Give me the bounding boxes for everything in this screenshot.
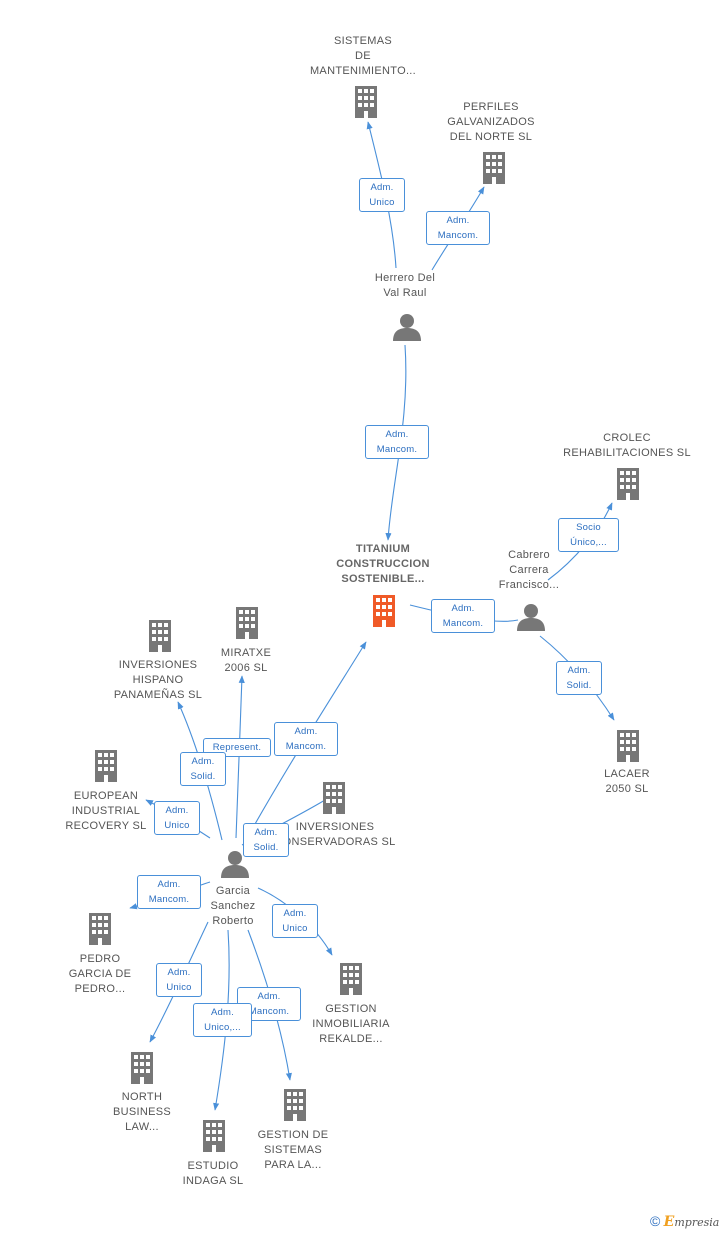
person-icon-herrero xyxy=(393,314,421,341)
node-label-titanium[interactable]: TITANIUM CONSTRUCCION SOSTENIBLE... xyxy=(336,543,430,585)
building-icon-miratxe xyxy=(236,607,258,639)
node-label-inv-conservadoras[interactable]: INVERSIONES CONSERVADORAS SL xyxy=(274,821,396,848)
edge-label-adm-solid[interactable]: Adm.Solid. xyxy=(556,661,602,695)
edge-garcia-miratxe xyxy=(235,675,245,839)
copyright-icon: © xyxy=(650,1213,661,1229)
building-icon-pedro xyxy=(89,913,111,945)
building-icon-gestion-inmob xyxy=(340,963,362,995)
node-label-gestion-inmob[interactable]: GESTION INMOBILIARIA REKALDE... xyxy=(312,1003,390,1045)
node-label-sistemas[interactable]: SISTEMAS DE MANTENIMIENTO... xyxy=(309,35,417,77)
edge-label-adm-unico[interactable]: Adm.Unico xyxy=(359,178,405,212)
building-icon-sistemas xyxy=(355,86,377,118)
edge-label-adm-mancom[interactable]: Adm.Mancom. xyxy=(431,599,495,633)
node-label-gestion-sist[interactable]: GESTION DE SISTEMAS PARA LA... xyxy=(257,1129,329,1171)
node-label-crolec[interactable]: CROLEC REHABILITACIONES SL xyxy=(563,432,691,459)
node-label-cabrero[interactable]: Cabrero Carrera Francisco... xyxy=(498,549,560,591)
edge-label-adm-mancom[interactable]: Adm.Mancom. xyxy=(274,722,338,756)
building-icon-perfiles xyxy=(483,152,505,184)
edge-label-adm-solid[interactable]: Adm.Solid. xyxy=(180,752,226,786)
node-label-hispano[interactable]: INVERSIONES HISPANO PANAMEÑAS SL xyxy=(113,659,203,701)
edge-label-adm-unico[interactable]: Adm.Unico xyxy=(156,963,202,997)
building-icon-hispano xyxy=(149,620,171,652)
node-label-european[interactable]: EUROPEAN INDUSTRIAL RECOVERY SL xyxy=(65,790,147,832)
edge-label-adm-unico[interactable]: Adm.Unico xyxy=(154,801,200,835)
building-icon-european xyxy=(95,750,117,782)
node-label-north[interactable]: NORTH BUSINESS LAW... xyxy=(112,1091,172,1133)
edge-label-adm-unico[interactable]: Adm.Unico xyxy=(272,904,318,938)
edge-label-adm-solid[interactable]: Adm.Solid. xyxy=(243,823,289,857)
building-icon-crolec xyxy=(617,468,639,500)
edge-label-adm-unico-more[interactable]: Adm.Unico,... xyxy=(193,1003,252,1037)
edge-label-adm-mancom[interactable]: Adm.Mancom. xyxy=(365,425,429,459)
edge-label-adm-mancom[interactable]: Adm.Mancom. xyxy=(426,211,490,245)
building-icon-gestion-sist xyxy=(284,1089,306,1121)
building-icon-north xyxy=(131,1052,153,1084)
edge-label-adm-mancom[interactable]: Adm.Mancom. xyxy=(137,875,201,909)
building-icon-titanium xyxy=(373,595,395,627)
node-label-pedro[interactable]: PEDRO GARCIA DE PEDRO... xyxy=(68,953,132,995)
node-label-miratxe[interactable]: MIRATXE 2006 SL xyxy=(220,647,272,674)
node-label-lacaer[interactable]: LACAER 2050 SL xyxy=(604,768,650,795)
footer-brand[interactable]: © Empresia xyxy=(650,1213,719,1230)
brand-logo: Empresia xyxy=(663,1214,720,1230)
building-icon-estudio xyxy=(203,1120,225,1152)
person-icon-cabrero xyxy=(517,604,545,631)
building-icon-inv-conservadoras xyxy=(323,782,345,814)
building-icon-lacaer xyxy=(617,730,639,762)
node-label-garcia[interactable]: Garcia Sanchez Roberto xyxy=(210,885,256,927)
node-label-perfiles[interactable]: PERFILES GALVANIZADOS DEL NORTE SL xyxy=(447,101,535,143)
node-label-estudio[interactable]: ESTUDIO INDAGA SL xyxy=(182,1160,244,1187)
node-label-herrero[interactable]: Herrero Del Val Raul xyxy=(374,272,436,299)
